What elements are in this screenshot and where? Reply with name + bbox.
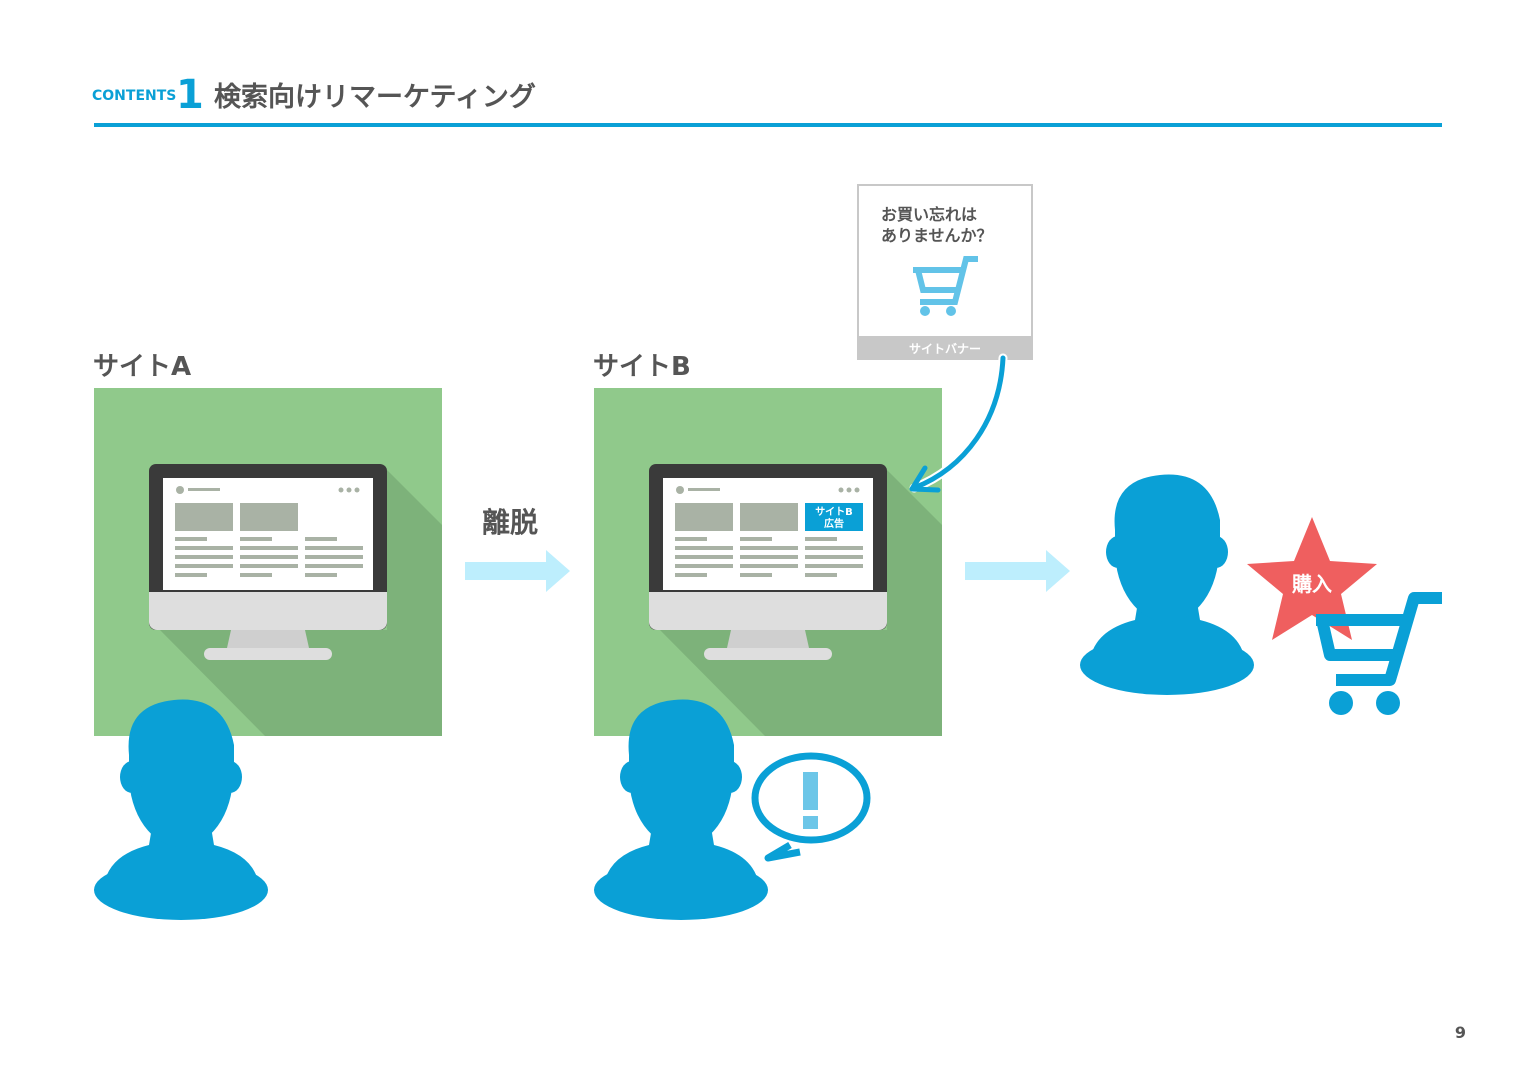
site-b-label: サイトB <box>593 352 691 382</box>
exclamation-bubble-icon <box>751 752 871 862</box>
contents-label: CONTENTS <box>92 88 176 104</box>
arrow-right-icon <box>465 550 570 592</box>
site-banner: お買い忘れは ありませんか？ サイトバナー <box>857 184 1033 360</box>
buyer-icon <box>1080 474 1254 695</box>
ad-line2: 広告 <box>824 517 844 530</box>
page-number: 9 <box>1455 1023 1466 1042</box>
shopping-cart-icon <box>1316 592 1442 715</box>
purchase-label: 購入 <box>1292 572 1332 596</box>
contents-number: 1 <box>176 72 204 118</box>
leave-label: 離脱 <box>482 506 538 539</box>
star-icon <box>1247 517 1377 640</box>
site-a-label: サイトA <box>93 352 191 382</box>
banner-line2: ありませんか？ <box>881 226 993 245</box>
ad-line1: サイトB <box>815 506 853 518</box>
header-divider <box>94 123 1442 127</box>
banner-footer: サイトバナー <box>909 342 981 356</box>
page-title: 検索向けリマーケティング <box>214 81 536 113</box>
cart-icon <box>913 256 978 316</box>
curved-arrow-icon <box>909 353 1008 493</box>
banner-line1: お買い忘れは <box>881 205 977 224</box>
arrow-right-icon <box>965 550 1070 592</box>
site-a-panel <box>94 388 442 736</box>
site-b-ad-badge <box>805 503 863 531</box>
site-b-panel: サイトB 広告 <box>594 388 942 736</box>
